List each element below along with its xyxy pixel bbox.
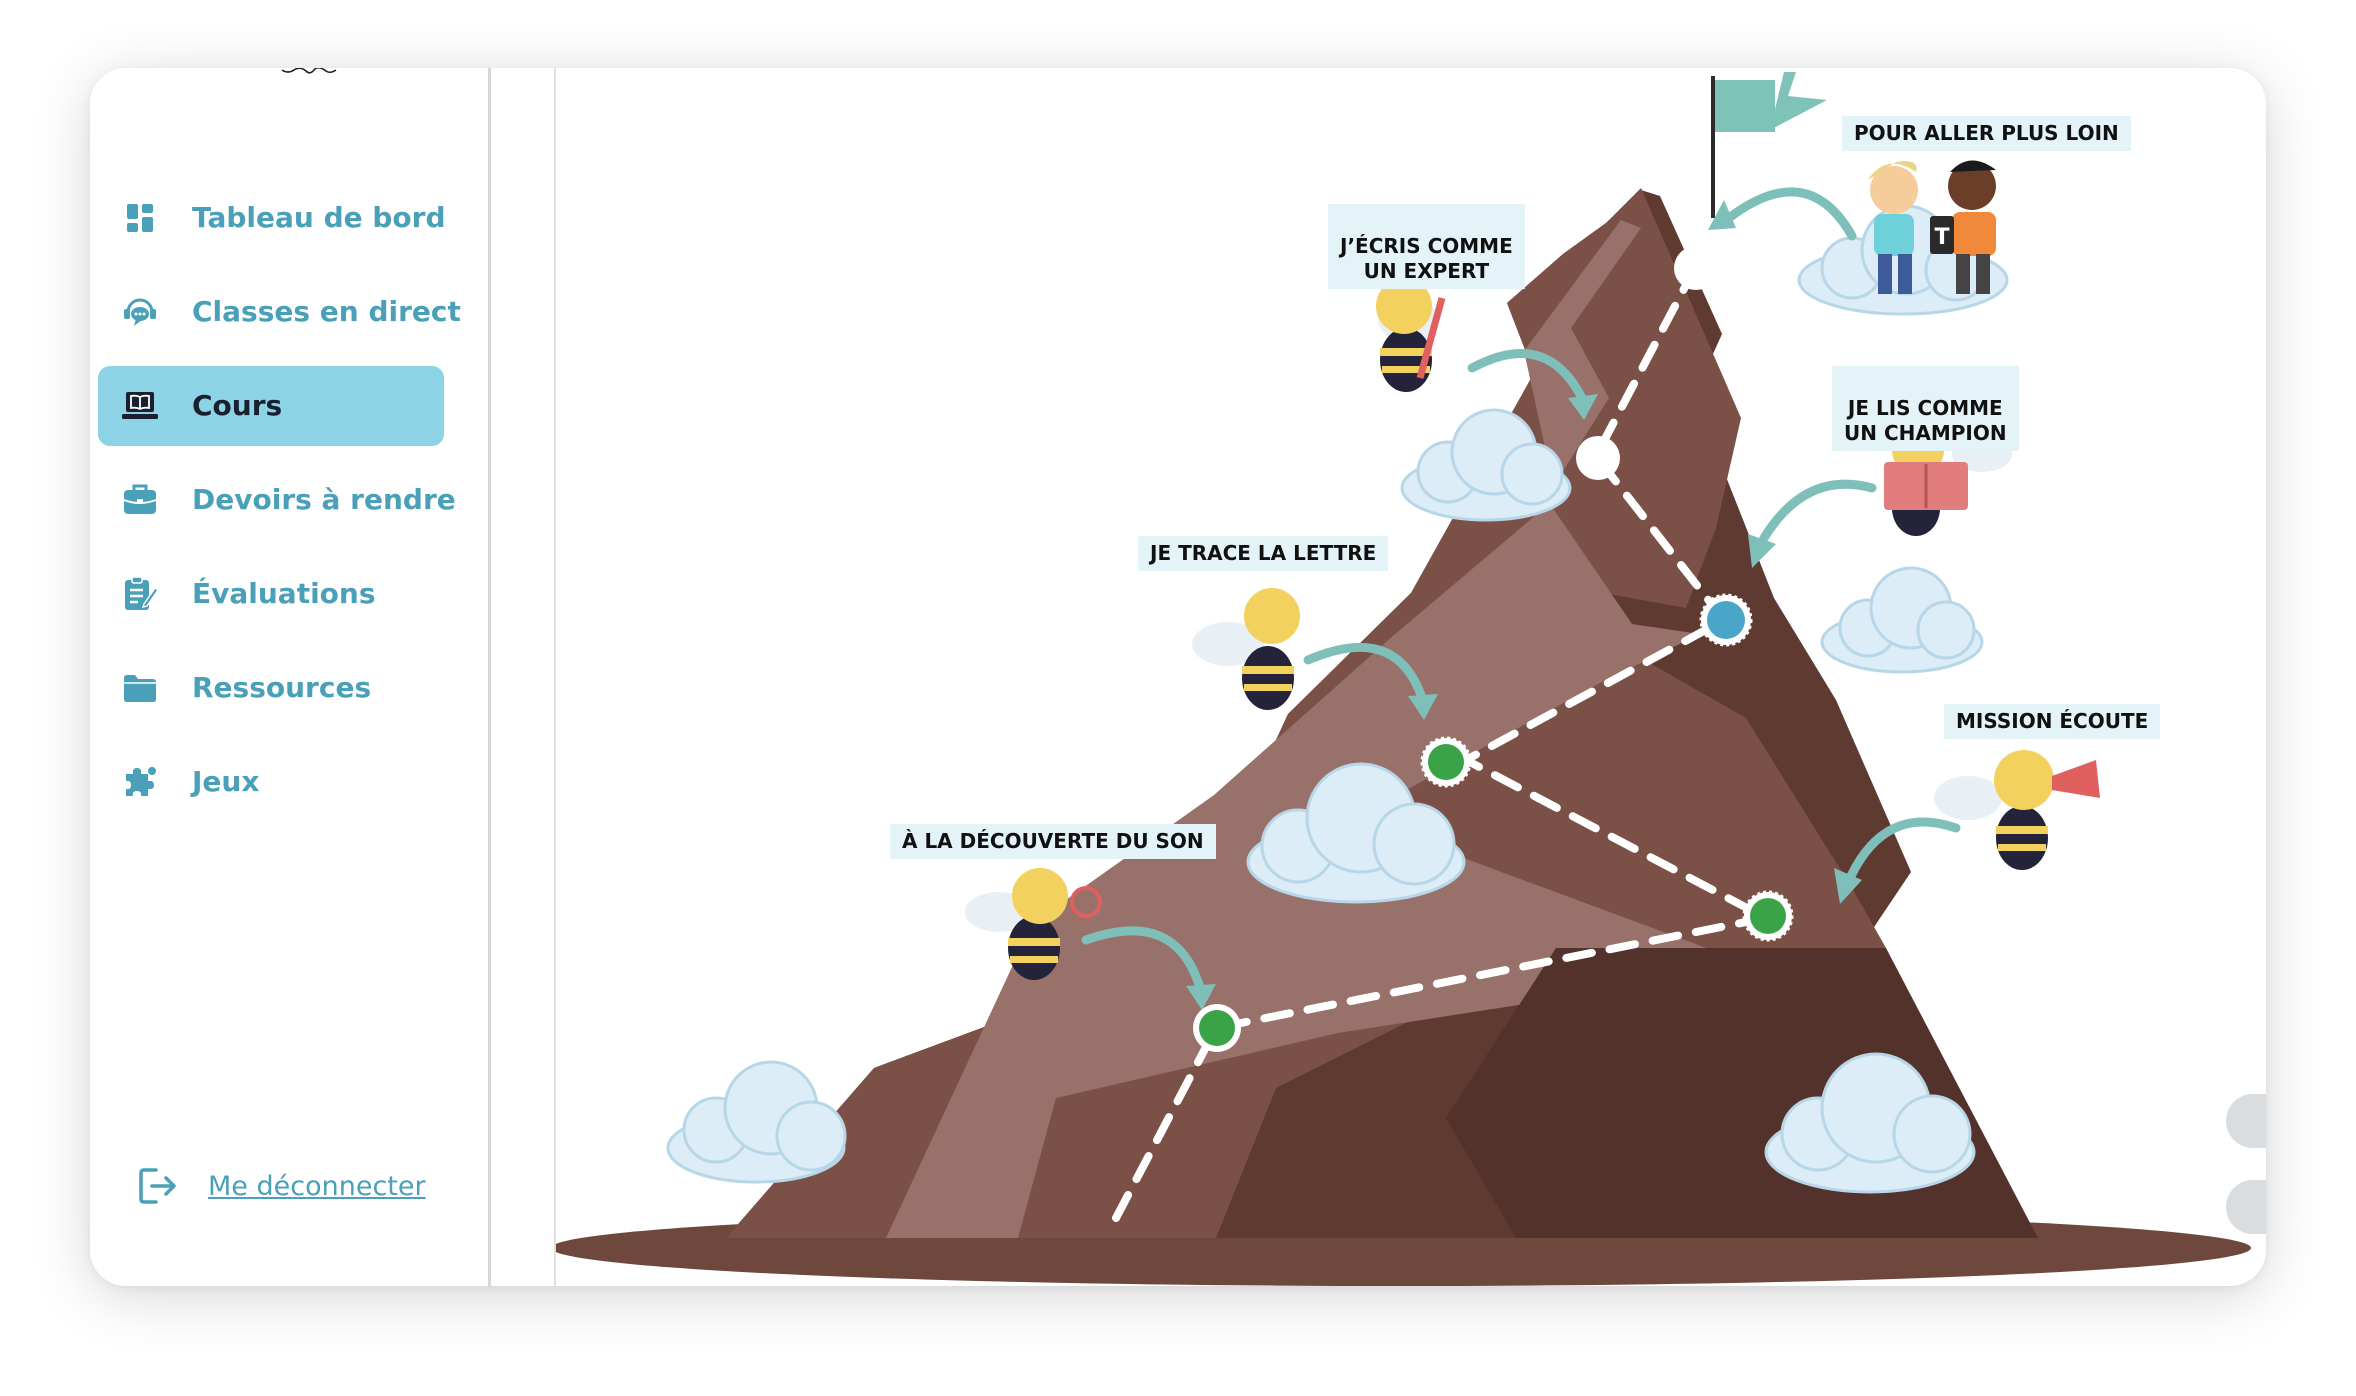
step-node-completed[interactable] — [1742, 890, 1794, 942]
step-label-decouverte-du-son[interactable]: À LA DÉCOUVERTE DU SON — [890, 824, 1216, 859]
arrowhead-icon — [1186, 200, 1862, 1010]
scroll-next-button[interactable] — [2226, 1180, 2266, 1234]
sidebar-item-tableau-de-bord[interactable]: Tableau de bord — [98, 178, 446, 258]
cloud — [1764, 1052, 1976, 1194]
app-window: Tableau de bord Classes en direct — [90, 68, 2266, 1286]
bee-icon — [1192, 588, 1300, 710]
step-label-text: JE LIS COMME UN CHAMPION — [1844, 396, 2007, 445]
sidebar-item-label: Ressources — [192, 671, 372, 704]
sidebar-item-label: Évaluations — [192, 577, 376, 610]
mountain-path — [886, 220, 1728, 1238]
arrow-icon — [1081, 187, 1961, 993]
sidebar-item-jeux[interactable]: Jeux — [98, 742, 444, 822]
logo-icon — [281, 68, 337, 74]
logout-label: Me déconnecter — [208, 1170, 426, 1202]
step-node-locked[interactable] — [1674, 246, 1718, 290]
step-label-text: MISSION ÉCOUTE — [1956, 709, 2149, 733]
sidebar-item-label: Classes en direct — [192, 295, 461, 328]
step-label-je-lis-comme-un-champion[interactable]: JE LIS COMME UN CHAMPION — [1832, 366, 2019, 451]
sidebar-item-cours[interactable]: Cours — [98, 366, 444, 446]
step-label-text: JE TRACE LA LETTRE — [1150, 541, 1377, 565]
sidebar-item-classes-en-direct[interactable]: Classes en direct — [98, 272, 461, 352]
sidebar-nav: Tableau de bord Classes en direct — [98, 178, 461, 836]
bee-icon — [1934, 750, 2100, 870]
sidebar-item-label: Cours — [192, 389, 283, 422]
cloud — [666, 1060, 847, 1184]
step-label-j-ecris-comme-un-expert[interactable]: J’ÉCRIS COMME UN EXPERT — [1328, 204, 1525, 289]
step-node-current[interactable] — [1699, 593, 1753, 647]
cloud — [1246, 762, 1466, 904]
folder-icon — [124, 675, 156, 702]
step-node-locked[interactable] — [1576, 436, 1620, 480]
content-divider — [554, 68, 556, 1286]
children-icon: T — [1868, 160, 1996, 294]
cloud — [1820, 566, 1984, 674]
chat-headset-icon — [124, 298, 156, 326]
step-node-completed[interactable] — [1420, 736, 1472, 788]
sidebar: Tableau de bord Classes en direct — [90, 68, 491, 1286]
bee-icon — [1376, 278, 1446, 392]
dashboard-icon — [127, 204, 153, 232]
cloud — [1400, 408, 1572, 522]
briefcase-icon — [123, 484, 157, 514]
bee-icon — [965, 868, 1102, 980]
puzzle-icon — [126, 767, 156, 796]
summit-flag-icon — [1711, 72, 1827, 218]
sidebar-item-label: Jeux — [192, 765, 260, 798]
mountain-rim-shade — [1446, 948, 2038, 1238]
sidebar-item-label: Tableau de bord — [192, 201, 446, 234]
step-label-text: J’ÉCRIS COMME UN EXPERT — [1340, 234, 1513, 283]
laptop-book-icon — [122, 392, 158, 419]
step-label-pour-aller-plus-loin[interactable]: POUR ALLER PLUS LOIN — [1842, 116, 2131, 151]
sidebar-item-evaluations[interactable]: Évaluations — [98, 554, 444, 634]
scroll-prev-button[interactable] — [2226, 1094, 2266, 1148]
clipboard-edit-icon — [125, 576, 159, 610]
mountain-scene: T — [556, 72, 2251, 1286]
step-label-mission-ecoute[interactable]: MISSION ÉCOUTE — [1944, 704, 2161, 739]
course-map: T — [556, 68, 2266, 1286]
step-label-text: POUR ALLER PLUS LOIN — [1854, 121, 2119, 145]
step-node-completed[interactable] — [1193, 1004, 1241, 1052]
logout-icon — [139, 1168, 176, 1204]
step-label-je-trace-la-lettre[interactable]: JE TRACE LA LETTRE — [1138, 536, 1389, 571]
step-label-text: À LA DÉCOUVERTE DU SON — [902, 829, 1204, 853]
svg-text:T: T — [1934, 225, 1949, 250]
sidebar-item-ressources[interactable]: Ressources — [98, 648, 444, 728]
logout-link[interactable]: Me déconnecter — [136, 1162, 426, 1210]
sidebar-item-devoirs-a-rendre[interactable]: Devoirs à rendre — [98, 460, 456, 540]
sidebar-item-label: Devoirs à rendre — [192, 483, 456, 516]
